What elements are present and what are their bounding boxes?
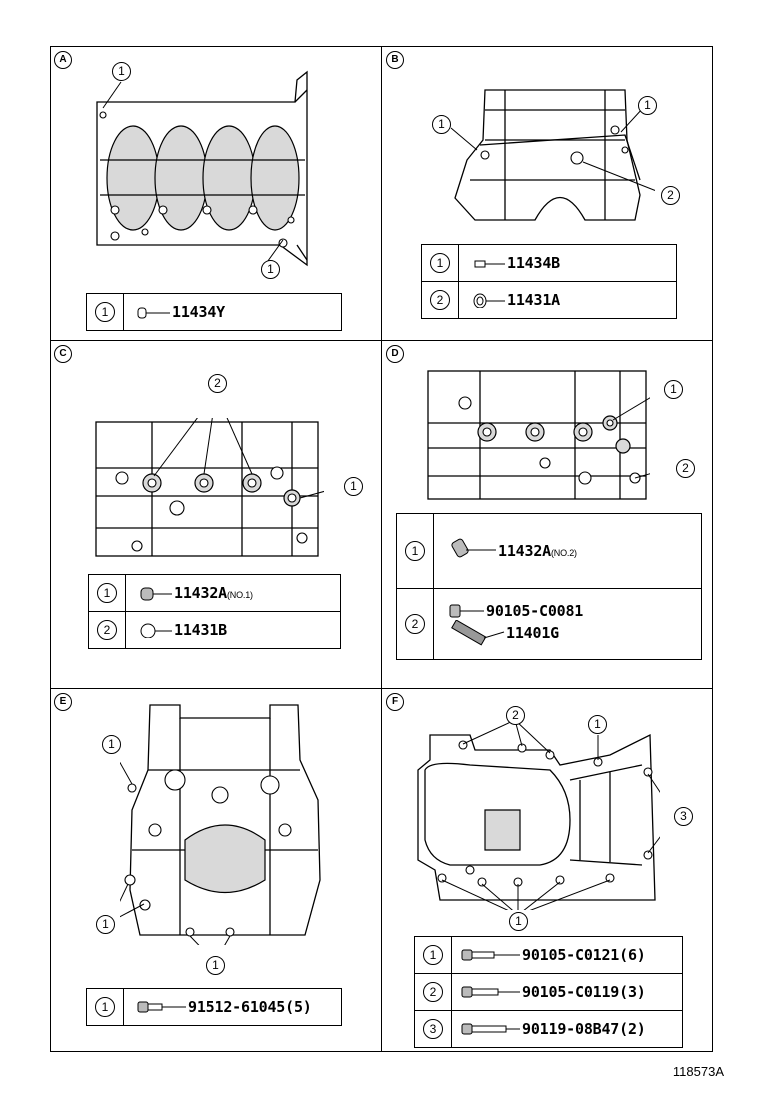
bolt-icon (137, 1001, 186, 1013)
panel-b-legend: 1 11434B 2 11431A (421, 244, 677, 319)
panel-f-callout: 1 (588, 715, 607, 734)
part-note: (NO.1) (227, 590, 253, 600)
legend-index: 1 (430, 253, 450, 273)
cup-plug-icon (137, 307, 170, 319)
illustration-code: 118573A (672, 1064, 724, 1079)
cap-plug-icon (140, 623, 172, 638)
part-number: 11434Y (172, 303, 225, 321)
panel-c-engine-block-side-view (95, 418, 324, 557)
part-number: 91512-61045(5) (188, 998, 312, 1016)
panel-b-callout: 1 (638, 96, 657, 115)
legend-index: 1 (97, 583, 117, 603)
panel-d-legend: 1 11432A(NO.2) 2 90105-C0081 11401G (396, 513, 702, 660)
legend-index: 2 (97, 620, 117, 640)
legend-row: 2 90105-C0119(3) (414, 973, 683, 1011)
bolt-icon (449, 604, 484, 618)
legend-row: 2 11431A (421, 281, 677, 319)
panel-c-callout: 2 (208, 374, 227, 393)
legend-index: 2 (405, 614, 425, 634)
threaded-plug-icon (451, 538, 496, 558)
panel-e-engine-block-rear-view (120, 704, 321, 945)
panel-e-callout: 1 (102, 735, 121, 754)
part-number: 90119-08B47(2) (522, 1020, 646, 1038)
panel-b-callout: 1 (432, 115, 451, 134)
legend-row: 2 11431B (88, 611, 341, 649)
part-number: 90105-C0119(3) (522, 983, 646, 1001)
ring-plug-icon (473, 293, 505, 308)
legend-index: 1 (95, 302, 115, 322)
panel-f-callout: 2 (506, 706, 525, 725)
divider-vertical (381, 46, 382, 1052)
panel-c-callout: 1 (344, 477, 363, 496)
legend-row: 3 90119-08B47(2) (414, 1010, 683, 1048)
panel-e-callout: 1 (206, 956, 225, 975)
panel-a-engine-block-top-view (96, 70, 308, 267)
part-number: 11434B (507, 254, 560, 272)
panel-a-legend: 1 11434Y (86, 293, 342, 331)
part-number: 11432A (498, 542, 551, 560)
legend-row: 1 90105-C0121(6) (414, 936, 683, 974)
panel-b-callout: 2 (661, 186, 680, 205)
panel-f-engine-block-bottom-view (417, 719, 660, 910)
stud-bolt-icon (461, 1023, 520, 1035)
panel-f-callout: 3 (674, 807, 693, 826)
legend-index: 1 (405, 541, 425, 561)
legend-row: 1 11434Y (86, 293, 342, 331)
part-note: (NO.2) (551, 548, 577, 558)
panel-e-legend: 1 91512-61045(5) (86, 988, 342, 1026)
panel-f-letter: F (386, 693, 404, 711)
legend-row: 1 91512-61045(5) (86, 988, 342, 1026)
part-number: 90105-C0121(6) (522, 946, 646, 964)
threaded-plug-icon (140, 587, 172, 601)
panel-e-letter: E (54, 693, 72, 711)
legend-index: 1 (95, 997, 115, 1017)
drain-cock-icon (451, 620, 505, 646)
legend-row: 2 90105-C0081 11401G (396, 588, 702, 660)
panel-b-engine-block-end-view (450, 89, 655, 221)
panel-d-engine-block-side-view (427, 370, 650, 500)
plug-icon (474, 260, 505, 268)
legend-row: 1 11432A(NO.2) (396, 513, 702, 589)
panel-f-legend: 1 90105-C0121(6) 2 90105-C0119(3) 3 9011… (414, 936, 683, 1048)
panel-e-callout: 1 (96, 915, 115, 934)
panel-b-letter: B (386, 51, 404, 69)
bolt-icon (461, 949, 520, 961)
part-number: 11432A (174, 584, 227, 602)
panel-a-callout: 1 (261, 260, 280, 279)
panel-d-callout: 2 (676, 459, 695, 478)
part-number-secondary: 11401G (506, 624, 559, 642)
panel-d-callout: 1 (664, 380, 683, 399)
legend-index: 3 (423, 1019, 443, 1039)
part-number: 11431A (507, 291, 560, 309)
panel-f-callout: 1 (509, 912, 528, 931)
legend-index: 1 (423, 945, 443, 965)
panel-c-letter: C (54, 345, 72, 363)
panel-d-letter: D (386, 345, 404, 363)
panel-a-callout: 1 (112, 62, 131, 81)
bolt-icon (461, 986, 520, 998)
legend-row: 1 11434B (421, 244, 677, 282)
part-number: 90105-C0081 (486, 602, 584, 620)
panel-c-legend: 1 11432A(NO.1) 2 11431B (88, 574, 341, 649)
panel-a-letter: A (54, 51, 72, 69)
legend-index: 2 (423, 982, 443, 1002)
legend-index: 2 (430, 290, 450, 310)
divider-row-2 (50, 688, 713, 689)
part-number: 11431B (174, 621, 227, 639)
legend-row: 1 11432A(NO.1) (88, 574, 341, 612)
divider-row-1 (50, 340, 713, 341)
